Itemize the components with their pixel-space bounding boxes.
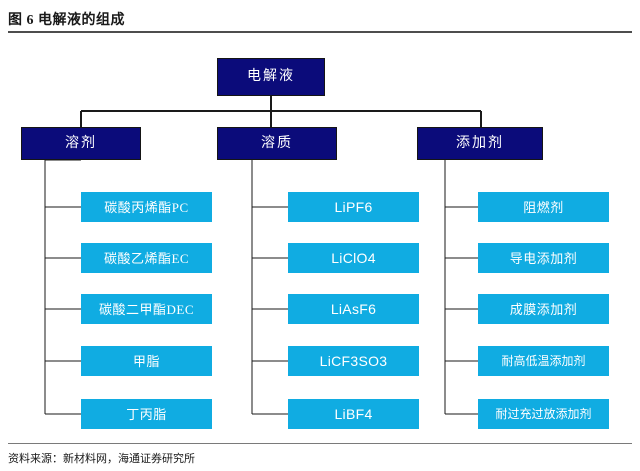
node-leaf-solvent-butyl-propyl-ester[interactable]: 丁丙脂 (81, 399, 212, 429)
page-title: 图 6 电解液的组成 (8, 13, 125, 28)
connector-lines (44, 96, 482, 415)
node-leaf-solvent-ec[interactable]: 碳酸乙烯酯EC (81, 243, 212, 273)
source-note: 资料来源：新材料网，海通证券研究所 (8, 453, 195, 465)
electrolyte-composition-diagram: 电解液 溶剂 溶质 添加剂 碳酸丙烯酯PC 碳酸乙烯酯EC 碳酸二甲酯DEC 甲… (0, 33, 640, 441)
node-leaf-additive-temperature-resistant[interactable]: 耐高低温添加剂 (478, 346, 609, 376)
node-leaf-solute-liasf6[interactable]: LiAsF6 (288, 294, 419, 324)
node-leaf-solute-lipf6[interactable]: LiPF6 (288, 192, 419, 222)
node-leaf-additive-conductive[interactable]: 导电添加剂 (478, 243, 609, 273)
node-branch-solute[interactable]: 溶质 (217, 127, 337, 160)
title-divider (8, 31, 632, 33)
node-root-electrolyte[interactable]: 电解液 (217, 58, 325, 96)
node-leaf-solvent-pc[interactable]: 碳酸丙烯酯PC (81, 192, 212, 222)
node-leaf-solute-liclo4[interactable]: LiClO4 (288, 243, 419, 273)
source-divider (8, 443, 632, 444)
node-leaf-additive-flame-retardant[interactable]: 阻燃剂 (478, 192, 609, 222)
node-leaf-solute-libf4[interactable]: LiBF4 (288, 399, 419, 429)
node-leaf-additive-overcharge-overdischarge[interactable]: 耐过充过放添加剂 (478, 399, 609, 429)
node-leaf-additive-film-forming[interactable]: 成膜添加剂 (478, 294, 609, 324)
node-leaf-solute-licf3so3[interactable]: LiCF3SO3 (288, 346, 419, 376)
node-leaf-solvent-methyl-ester[interactable]: 甲脂 (81, 346, 212, 376)
node-branch-solvent[interactable]: 溶剂 (21, 127, 141, 160)
node-leaf-solvent-dec[interactable]: 碳酸二甲酯DEC (81, 294, 212, 324)
node-branch-additive[interactable]: 添加剂 (417, 127, 543, 160)
